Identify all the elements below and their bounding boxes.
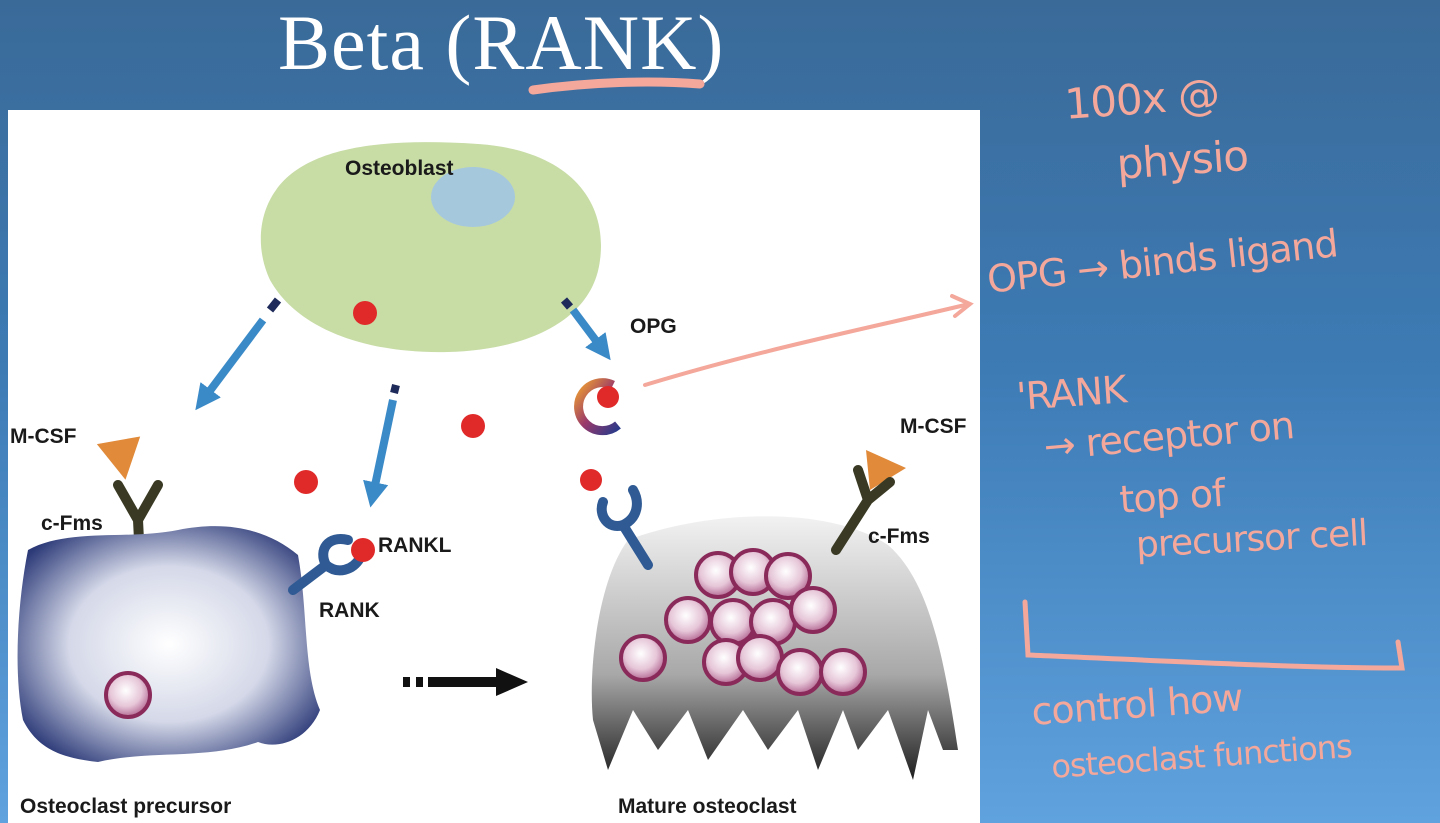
opg-label: OPG	[630, 315, 677, 338]
mcsf-right-label: M-CSF	[900, 415, 967, 438]
note-control-line1: control how	[1030, 675, 1244, 734]
rank-signaling-diagram: Osteoblast OPG M-CSF c-Fms RANKL RANK M-…	[8, 110, 980, 823]
rankl-dot	[353, 301, 377, 325]
mcsf-left-ligand	[96, 436, 141, 480]
title-underline-annotation	[528, 77, 705, 95]
precursor-nucleus	[104, 671, 152, 719]
diagram-graphics	[17, 142, 958, 780]
cfms-right-label: c-Fms	[868, 525, 930, 548]
rank-label: RANK	[319, 599, 380, 622]
differentiation-arrow	[403, 668, 528, 696]
mcsf-right-ligand	[866, 450, 906, 490]
cfms-right-receptor	[831, 465, 895, 555]
rankl-label: RANKL	[378, 534, 452, 557]
arrow-dashes	[266, 297, 574, 394]
mcsf-left-label: M-CSF	[10, 425, 77, 448]
osteoblast-nucleus	[431, 167, 515, 227]
mature-rank-receptor	[596, 485, 653, 570]
osteoblast-cell	[260, 142, 601, 353]
precursor-caption: Osteoclast precursor	[20, 795, 232, 818]
mature-osteoclast-nuclei	[619, 548, 867, 696]
note-rank-line1: 'RANK	[1015, 367, 1128, 419]
note-control-line2: osteoclast functions	[1050, 727, 1353, 786]
slide-title: Beta (RANK)	[278, 0, 725, 86]
bracket-annotation	[1022, 599, 1405, 671]
note-rank-line3: top of	[1118, 470, 1226, 522]
opg-molecule	[574, 378, 621, 436]
osteoclast-precursor-cell	[17, 526, 320, 762]
osteoblast-label: Osteoblast	[345, 157, 454, 180]
mature-caption: Mature osteoclast	[618, 795, 797, 818]
note-rank-line4: precursor cell	[1135, 512, 1369, 566]
rank-receptor	[288, 534, 365, 595]
note-100x-line2: physio	[1115, 130, 1250, 189]
cfms-left-label: c-Fms	[41, 512, 103, 535]
secretion-arrows	[195, 307, 611, 508]
note-opg-binds-ligand: OPG → binds ligand	[985, 221, 1340, 302]
